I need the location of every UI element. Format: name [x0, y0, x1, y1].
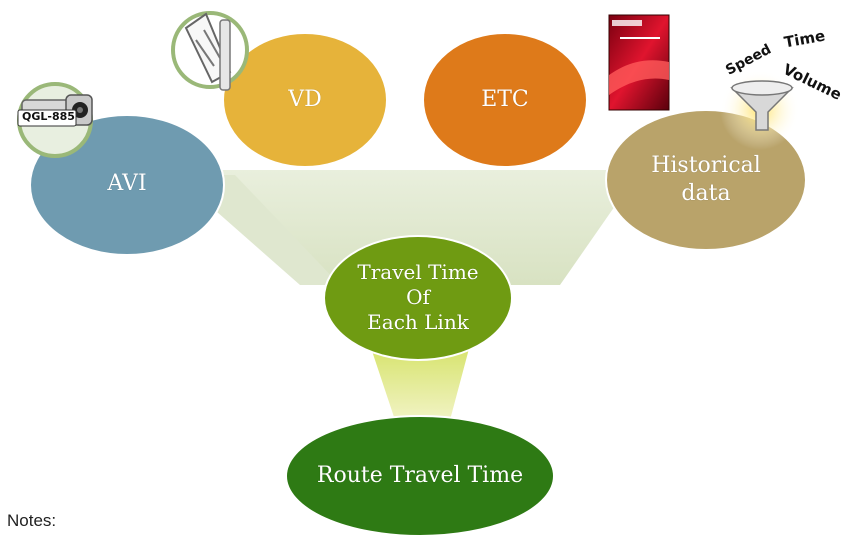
historical-line2: data — [681, 180, 731, 206]
funnel-beam-bottom — [370, 345, 470, 420]
historical-label: Historical data — [616, 152, 796, 207]
node-route-travel-time — [285, 415, 555, 537]
vd-label: VD — [288, 87, 322, 112]
travel-time-line1: Travel Time — [357, 260, 479, 284]
camera-tag: QGL-885 — [22, 110, 75, 123]
historical-line1: Historical — [651, 153, 761, 178]
camera-tag-bg — [17, 109, 77, 127]
notes-label: Notes: — [7, 511, 57, 530]
node-etc — [422, 32, 588, 168]
antenna-icon — [171, 11, 249, 91]
travel-time-line3: Each Link — [367, 310, 469, 334]
funnel-icon — [720, 70, 800, 150]
etc-label: ETC — [481, 87, 529, 112]
avi-label: AVI — [107, 171, 147, 196]
node-avi — [29, 114, 225, 256]
node-vd — [222, 32, 388, 168]
book-icon — [608, 14, 670, 111]
travel-time-line2: Of — [406, 285, 430, 309]
node-travel-time — [323, 235, 513, 361]
route-travel-time-label: Route Travel Time — [316, 463, 524, 488]
travel-time-label: Travel Time Of Each Link — [338, 260, 498, 335]
